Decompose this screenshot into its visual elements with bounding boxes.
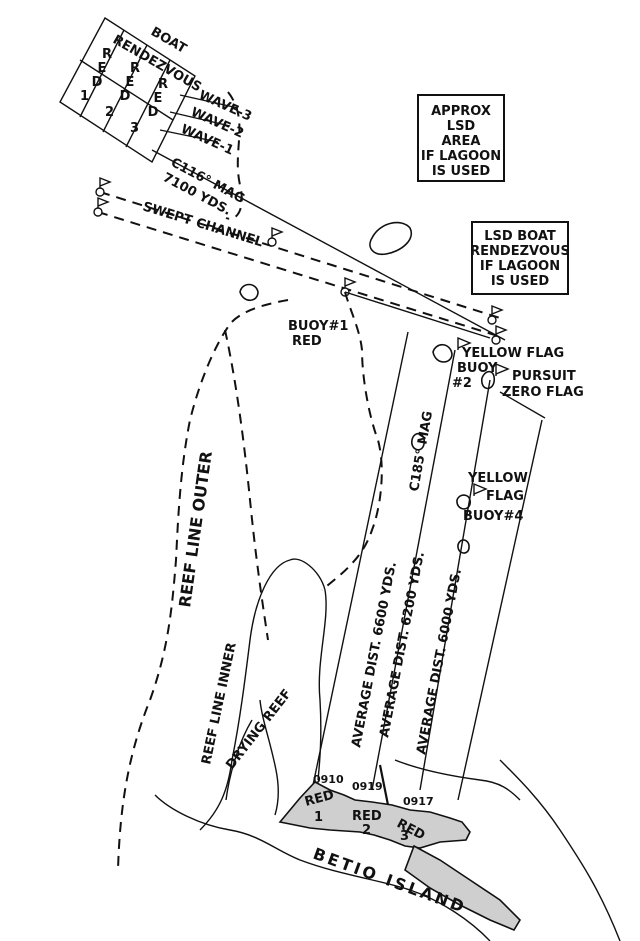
buoy-2-number: #2 [452, 376, 472, 391]
lsd-area-line-2: LSD [447, 119, 476, 134]
svg-text:E: E [126, 75, 135, 90]
beach-red-3-number: 3 [400, 829, 409, 844]
boat-rendezvous-grid [59, 17, 196, 164]
betio-island-tail [404, 844, 522, 932]
svg-text:D: D [148, 105, 159, 120]
drying-reef-label: DRYING REEF [223, 687, 295, 773]
reef-line-outer [117, 299, 289, 871]
beach-red-1-name: RED [303, 788, 336, 810]
drying-reef-outline [259, 699, 279, 816]
beach-time-3: 0917 [403, 795, 434, 808]
rendezvous-number-3: 3 [130, 121, 139, 136]
beach-time-2: 0919 [352, 780, 383, 793]
islet-north [369, 221, 413, 256]
coastline-outer [154, 794, 491, 941]
buoy-2-flag-label: YELLOW FLAG [461, 346, 564, 361]
reef-line-mid [224, 329, 269, 641]
lsd-boat-line-3: IF LAGOON [480, 259, 560, 274]
svg-text:D: D [92, 75, 103, 90]
beach-red-2-name: RED [352, 809, 382, 824]
beach-red-1-number: 1 [314, 810, 323, 825]
lsd-area-line-5: IS USED [432, 164, 491, 179]
pursuit-label-2: ZERO FLAG [502, 385, 584, 400]
buoy-4-flag-1: YELLOW [467, 471, 528, 486]
islet-south [457, 539, 470, 554]
betio-island [278, 781, 471, 849]
reef-edge-south [394, 759, 521, 801]
reef-solid-west [199, 559, 291, 831]
course-line-116 [151, 149, 506, 341]
lsd-area-line-4: IF LAGOON [421, 149, 501, 164]
distance-lane-3: AVERAGE DIST. 6000 YDS. [414, 568, 465, 756]
svg-text:D: D [120, 89, 131, 104]
svg-text:R: R [130, 61, 140, 76]
lsd-boat-line-1: LSD BOAT [484, 229, 556, 244]
buoy-4-label: BUOY#4 [463, 509, 523, 524]
beach-time-1: 0910 [313, 773, 344, 786]
inner-reef-outline [225, 719, 253, 801]
svg-text:E: E [98, 61, 107, 76]
rendezvous-title-1: BOAT [148, 24, 189, 56]
islet-mid [411, 432, 425, 451]
lsd-boat-line-2: RENDEZVOUS [470, 244, 570, 259]
lsd-area-line-1: APPROX [431, 104, 491, 119]
reef-line-east [321, 291, 383, 591]
rendezvous-number-1: 1 [80, 89, 89, 104]
buoy-2-label: BUOY [457, 361, 498, 376]
pursuit-flag-icon [495, 362, 510, 376]
buoy-1-label: BUOY#1 [288, 319, 348, 334]
bearing-inner-label: C185° MAG [407, 410, 436, 493]
buoy-4-islet [456, 494, 471, 510]
buoy-2-flag-icon [457, 336, 472, 350]
reef-inner-label: REEF LINE INNER [199, 641, 239, 765]
rendezvous-number-2: 2 [105, 105, 114, 120]
buoy-4-flag-2: FLAG [486, 489, 524, 504]
lsd-area-box: APPROX LSD AREA IF LAGOON IS USED [417, 94, 505, 182]
svg-text:R: R [102, 47, 112, 62]
wave-lines [159, 94, 239, 143]
swept-channel [93, 176, 508, 345]
svg-text:R: R [158, 77, 168, 92]
pursuit-islet [481, 370, 496, 390]
buoy-2-islet [432, 343, 453, 363]
coastline-east [499, 759, 621, 941]
buoy-1-color: RED [292, 334, 322, 349]
lsd-area-line-3: AREA [441, 134, 480, 149]
wave-approach-dashed [225, 91, 243, 220]
rendezvous-red-columns: R E D R E D R E D [92, 47, 168, 120]
buoy-4-flag-icon [473, 482, 488, 496]
approach-lanes [312, 291, 546, 806]
svg-text:E: E [154, 91, 163, 106]
swept-channel-label: SWEPT CHANNEL [141, 199, 265, 250]
beach-red-2-number: 2 [362, 823, 371, 838]
islet-west [239, 283, 259, 302]
pursuit-label-1: PURSUIT [512, 369, 576, 384]
lsd-boat-box: LSD BOAT RENDEZVOUS IF LAGOON IS USED [470, 221, 570, 295]
reef-solid-east [289, 558, 327, 781]
lsd-boat-line-4: IS USED [491, 274, 550, 289]
